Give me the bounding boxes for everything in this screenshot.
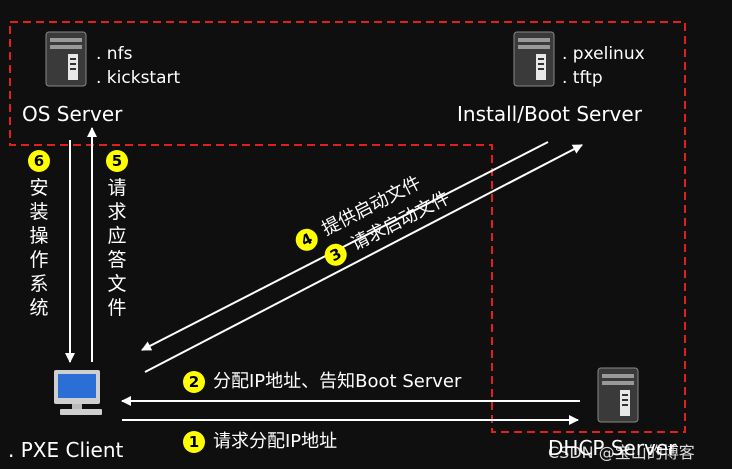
step-1-text: 请求分配IP地址 <box>213 431 338 452</box>
server-zone-boundary <box>9 21 686 433</box>
os-server-label: OS Server <box>22 102 123 126</box>
os-server-service-kickstart: . kickstart <box>96 68 181 88</box>
step-5-badge: 5 <box>106 150 128 172</box>
step-6-text: 安装操作系统 <box>29 177 49 319</box>
step-2-badge: 2 <box>183 371 205 393</box>
install-server-service-pxelinux: . pxelinux <box>562 44 645 64</box>
step-5-label: 5 请求应答文件 <box>106 150 128 320</box>
pxe-client-icon <box>54 370 102 415</box>
watermark: CSDN @宝山的博客 <box>548 443 695 462</box>
os-server-service-nfs: . nfs <box>96 44 133 64</box>
dhcp-server-label: DHCP Server <box>548 436 677 460</box>
arrow-step-4 <box>141 141 549 351</box>
step-1-label: 1 请求分配IP地址 <box>183 427 337 453</box>
dhcp-server-icon <box>597 367 639 423</box>
install-server-icon <box>513 31 555 87</box>
install-server-service-tftp: . tftp <box>562 68 603 88</box>
step-1-badge: 1 <box>183 431 205 453</box>
step-6-badge: 6 <box>28 150 50 172</box>
step-2-label: 2 分配IP地址、告知Boot Server <box>183 367 461 393</box>
arrow-step-3 <box>144 144 583 373</box>
pxe-client-label-text: PXE Client <box>20 438 124 462</box>
pxe-client-label: . PXE Client <box>8 438 124 462</box>
step-5-text: 请求应答文件 <box>107 177 127 319</box>
step-2-text: 分配IP地址、告知Boot Server <box>213 371 462 392</box>
install-server-label: Install/Boot Server <box>457 102 642 126</box>
step-6-label: 6 安装操作系统 <box>28 150 50 320</box>
os-server-icon <box>45 31 87 87</box>
